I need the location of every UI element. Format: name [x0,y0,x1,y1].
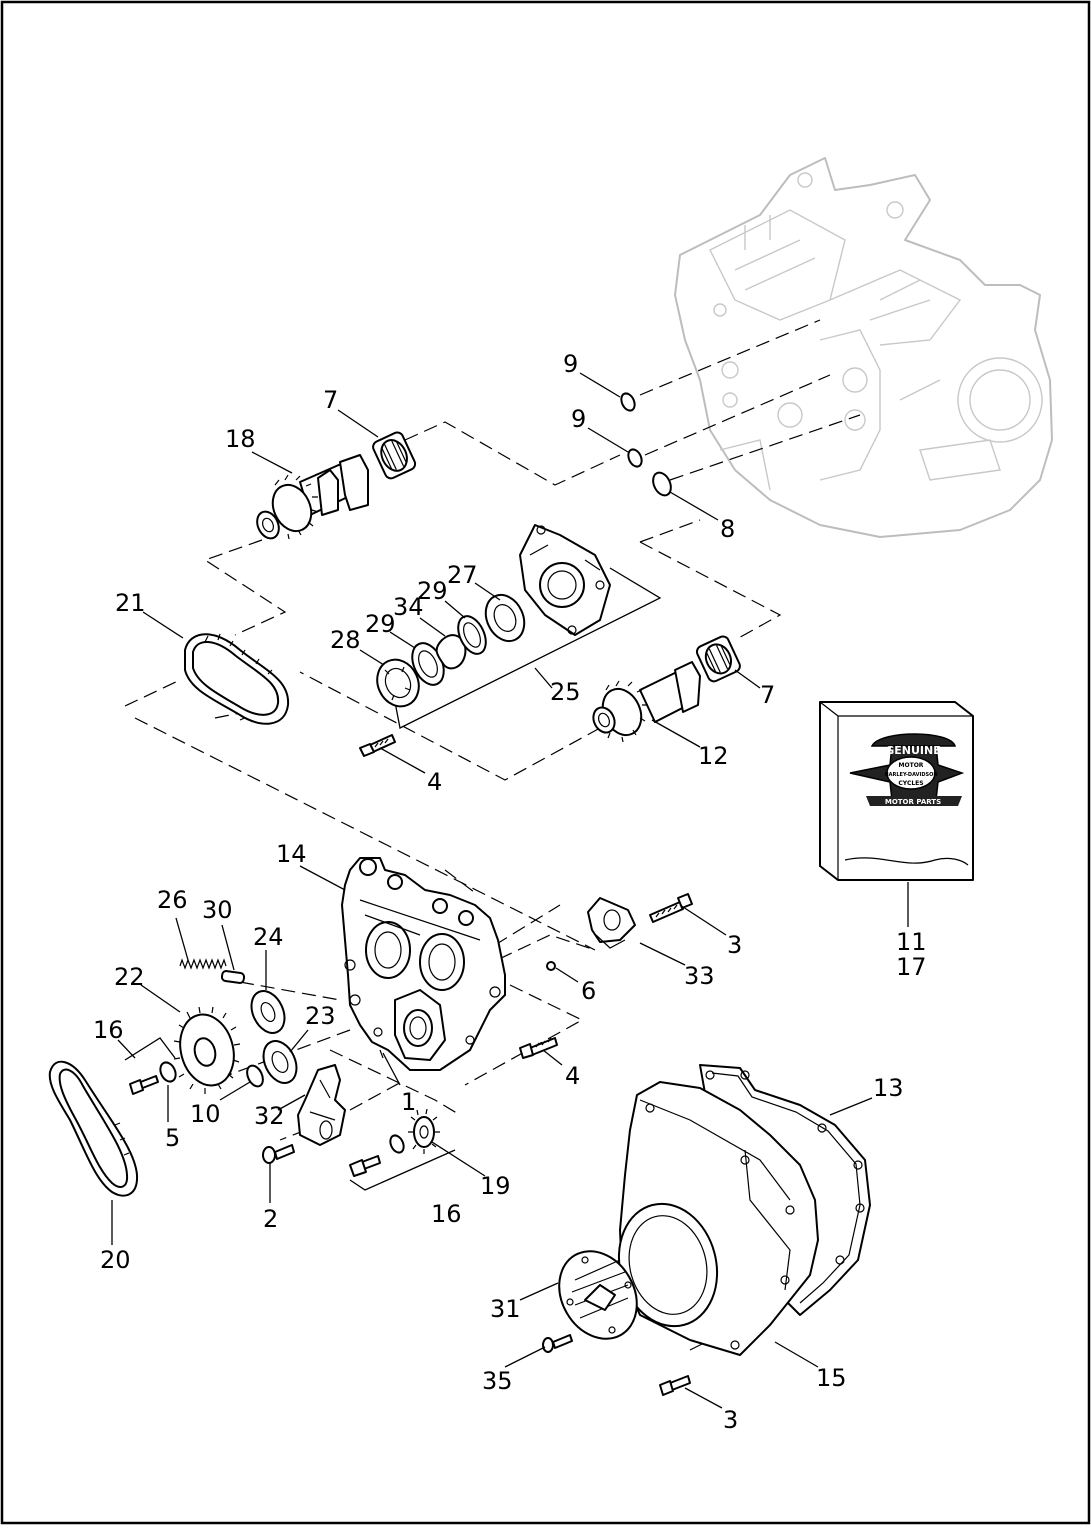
spring-26-icon [179,958,227,970]
pin-30-icon [220,970,246,984]
callout-3-upper: 3 [727,931,742,959]
screw-4-lower-icon [519,1037,558,1059]
callout-28: 28 [330,626,361,654]
screw-16-lower-icon [349,1155,381,1177]
chain-tensioner-32-icon [297,1064,346,1146]
callout-9-upper: 9 [563,350,578,378]
logo-cycles-text: CYCLES [898,780,923,787]
screw-16-upper-icon [129,1075,159,1095]
screw-3-upper-icon [649,893,693,923]
callout-29-upper: 29 [417,577,448,605]
crankcase-outline-icon [674,157,1053,538]
cover-plate-31-icon [558,1250,638,1340]
callout-20: 20 [100,1246,131,1274]
oil-pump-body-icon [341,857,506,1071]
callout-25: 25 [550,678,581,706]
callout-16-upper: 16 [93,1016,124,1044]
sprocket-22-icon [173,1006,241,1094]
logo-genuine-text: GENUINE [885,744,941,757]
callout-labels: 9 9 8 7 18 21 27 29 34 29 28 25 7 12 4 1… [93,350,927,1434]
callout-8: 8 [720,515,735,543]
o-ring-8-icon [652,471,672,497]
callout-23: 23 [305,1002,336,1030]
callout-6: 6 [581,977,596,1005]
logo-motor-parts-text: MOTOR PARTS [885,798,941,806]
retaining-ring-10-icon [246,1064,264,1088]
dowel-6-icon [546,961,556,971]
group-bracket-lines [124,567,662,1191]
callout-17: 17 [896,953,927,981]
roller-bearing-upper-icon [372,431,417,480]
cam-support-plate-icon [519,524,611,636]
callout-24: 24 [253,923,284,951]
callout-35: 35 [482,1367,513,1395]
screw-35-icon [542,1334,573,1353]
o-ring-9-upper-icon [620,392,636,412]
callout-14: 14 [276,840,307,868]
bracket-33-icon [587,897,636,949]
camshaft-rear-icon [256,454,369,540]
callout-3-lower: 3 [723,1406,738,1434]
callout-7-lower: 7 [760,681,775,709]
callout-21: 21 [115,589,146,617]
callout-19: 19 [480,1172,511,1200]
callout-4-lower: 4 [565,1062,580,1090]
sprocket-19-icon [408,1108,440,1154]
bearing-28-icon [376,658,420,708]
screw-4-upper-icon [359,734,396,757]
screw-3-lower-icon [659,1375,691,1396]
callout-32: 32 [254,1102,285,1130]
callout-1: 1 [401,1088,416,1116]
logo-motor-text: MOTOR [899,762,924,769]
washer-5-icon [159,1061,177,1083]
callout-12: 12 [698,742,729,770]
callout-31: 31 [490,1295,521,1323]
callout-9-lower: 9 [571,405,586,433]
camshaft-front-icon [592,661,701,743]
callout-11: 11 [896,928,927,956]
genuine-motor-parts-logo: GENUINE MOTOR HARLEY-DAVIDSON CYCLES MOT… [849,733,965,806]
callout-16-lower: 16 [431,1200,462,1228]
callout-leader-lines [111,372,909,1409]
o-ring-9-lower-icon [627,448,643,468]
callout-7-upper: 7 [323,386,338,414]
callout-29-lower: 29 [365,610,396,638]
callout-18: 18 [225,425,256,453]
cam-cover-15-icon [617,1081,819,1356]
callout-10: 10 [190,1100,221,1128]
washer-24-icon [250,990,286,1034]
callout-34: 34 [393,593,424,621]
callout-5: 5 [165,1124,180,1152]
callout-4-upper: 4 [427,768,442,796]
callout-22: 22 [114,963,145,991]
secondary-cam-chain-icon [48,1060,139,1197]
screw-2-icon [262,1144,295,1164]
callout-30: 30 [202,896,233,924]
callout-27: 27 [447,561,478,589]
callout-33: 33 [684,962,715,990]
primary-cam-chain-icon [184,633,290,725]
washer-16-icon [389,1134,405,1154]
callout-2: 2 [263,1205,278,1233]
logo-harley-text: HARLEY-DAVIDSON [884,772,937,778]
roller-bearing-lower-icon [695,635,741,683]
callout-15: 15 [816,1364,847,1392]
callout-13: 13 [873,1074,904,1102]
callout-26: 26 [157,886,188,914]
washer-23-icon [262,1040,298,1084]
